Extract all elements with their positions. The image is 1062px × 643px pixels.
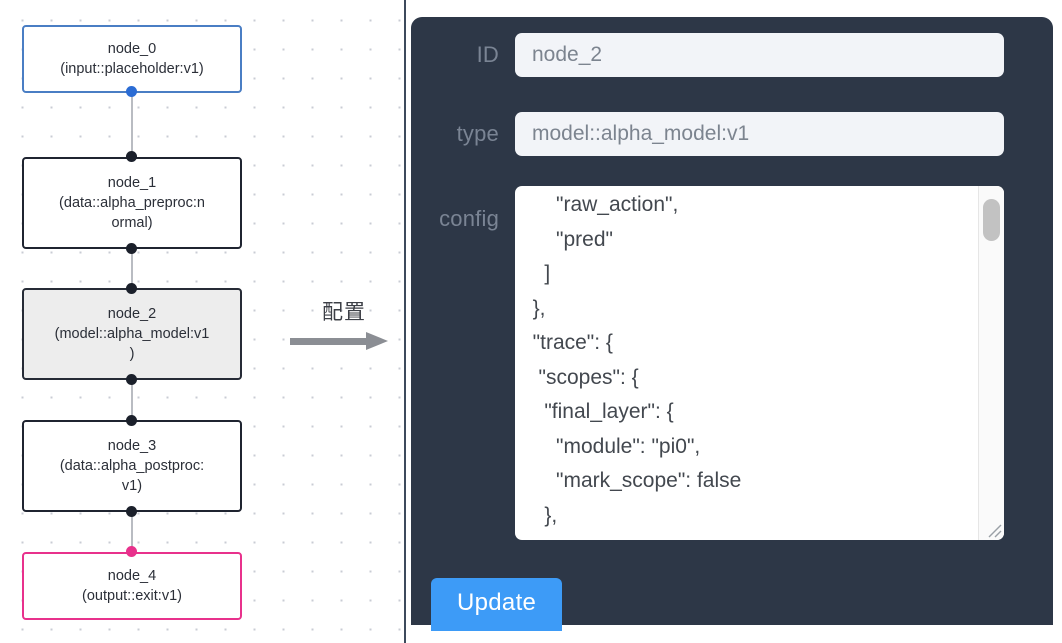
node-inspector-panel: ID node_2 type model::alpha_model:v1 con… bbox=[411, 17, 1053, 631]
config-scrollbar[interactable] bbox=[978, 186, 1004, 540]
field-row-config: config "raw_action", "pred" ] }, "trace"… bbox=[411, 186, 1053, 540]
config-textarea-content[interactable]: "raw_action", "pred" ] }, "trace": { "sc… bbox=[532, 193, 742, 540]
port-node_0-bottom[interactable] bbox=[126, 86, 137, 97]
type-field-label: type bbox=[456, 121, 499, 146]
graph-node-label: node_0 (input::placeholder:v1) bbox=[60, 41, 204, 77]
port-node_2-top[interactable] bbox=[126, 283, 137, 294]
flow-annotation-label: 配置 bbox=[322, 300, 366, 324]
right-arrow-icon bbox=[288, 332, 400, 350]
field-row-id: ID node_2 bbox=[411, 33, 1053, 77]
id-input[interactable]: node_2 bbox=[515, 33, 1004, 77]
graph-node-node_3[interactable]: node_3 (data::alpha_postproc: v1) bbox=[22, 420, 242, 512]
config-textarea[interactable]: "raw_action", "pred" ] }, "trace": { "sc… bbox=[515, 186, 1004, 540]
graph-node-node_2[interactable]: node_2 (model::alpha_model:v1 ) bbox=[22, 288, 242, 380]
graph-node-label: node_3 (data::alpha_postproc: v1) bbox=[59, 438, 205, 494]
port-node_3-bottom[interactable] bbox=[126, 506, 137, 517]
port-node_4-top[interactable] bbox=[126, 546, 137, 557]
pipeline-graph-canvas[interactable]: node_0 (input::placeholder:v1) node_1 (d… bbox=[0, 0, 406, 643]
graph-node-label: node_2 (model::alpha_model:v1 ) bbox=[54, 306, 210, 362]
update-button[interactable]: Update bbox=[431, 578, 563, 631]
flow-annotation: 配置 bbox=[288, 296, 400, 350]
id-field-label: ID bbox=[476, 42, 499, 67]
config-field-label: config bbox=[439, 206, 499, 231]
graph-node-label: node_1 (data::alpha_preproc:n ormal) bbox=[59, 175, 205, 231]
port-node_3-top[interactable] bbox=[126, 415, 137, 426]
config-scrollbar-thumb[interactable] bbox=[983, 199, 1000, 241]
graph-node-node_1[interactable]: node_1 (data::alpha_preproc:n ormal) bbox=[22, 157, 242, 249]
graph-node-node_0[interactable]: node_0 (input::placeholder:v1) bbox=[22, 25, 242, 93]
type-input[interactable]: model::alpha_model:v1 bbox=[515, 112, 1004, 156]
port-node_2-bottom[interactable] bbox=[126, 374, 137, 385]
edge-node3-node4 bbox=[131, 507, 133, 558]
edge-node0-node1 bbox=[131, 88, 133, 164]
port-node_1-bottom[interactable] bbox=[126, 243, 137, 254]
port-node_1-top[interactable] bbox=[126, 151, 137, 162]
edge-node1-node2 bbox=[131, 244, 133, 294]
resize-handle-icon[interactable] bbox=[985, 521, 1003, 539]
graph-node-label: node_4 (output::exit:v1) bbox=[82, 568, 182, 604]
edge-node2-node3 bbox=[131, 375, 133, 426]
field-row-type: type model::alpha_model:v1 bbox=[411, 112, 1053, 156]
graph-node-node_4[interactable]: node_4 (output::exit:v1) bbox=[22, 552, 242, 620]
